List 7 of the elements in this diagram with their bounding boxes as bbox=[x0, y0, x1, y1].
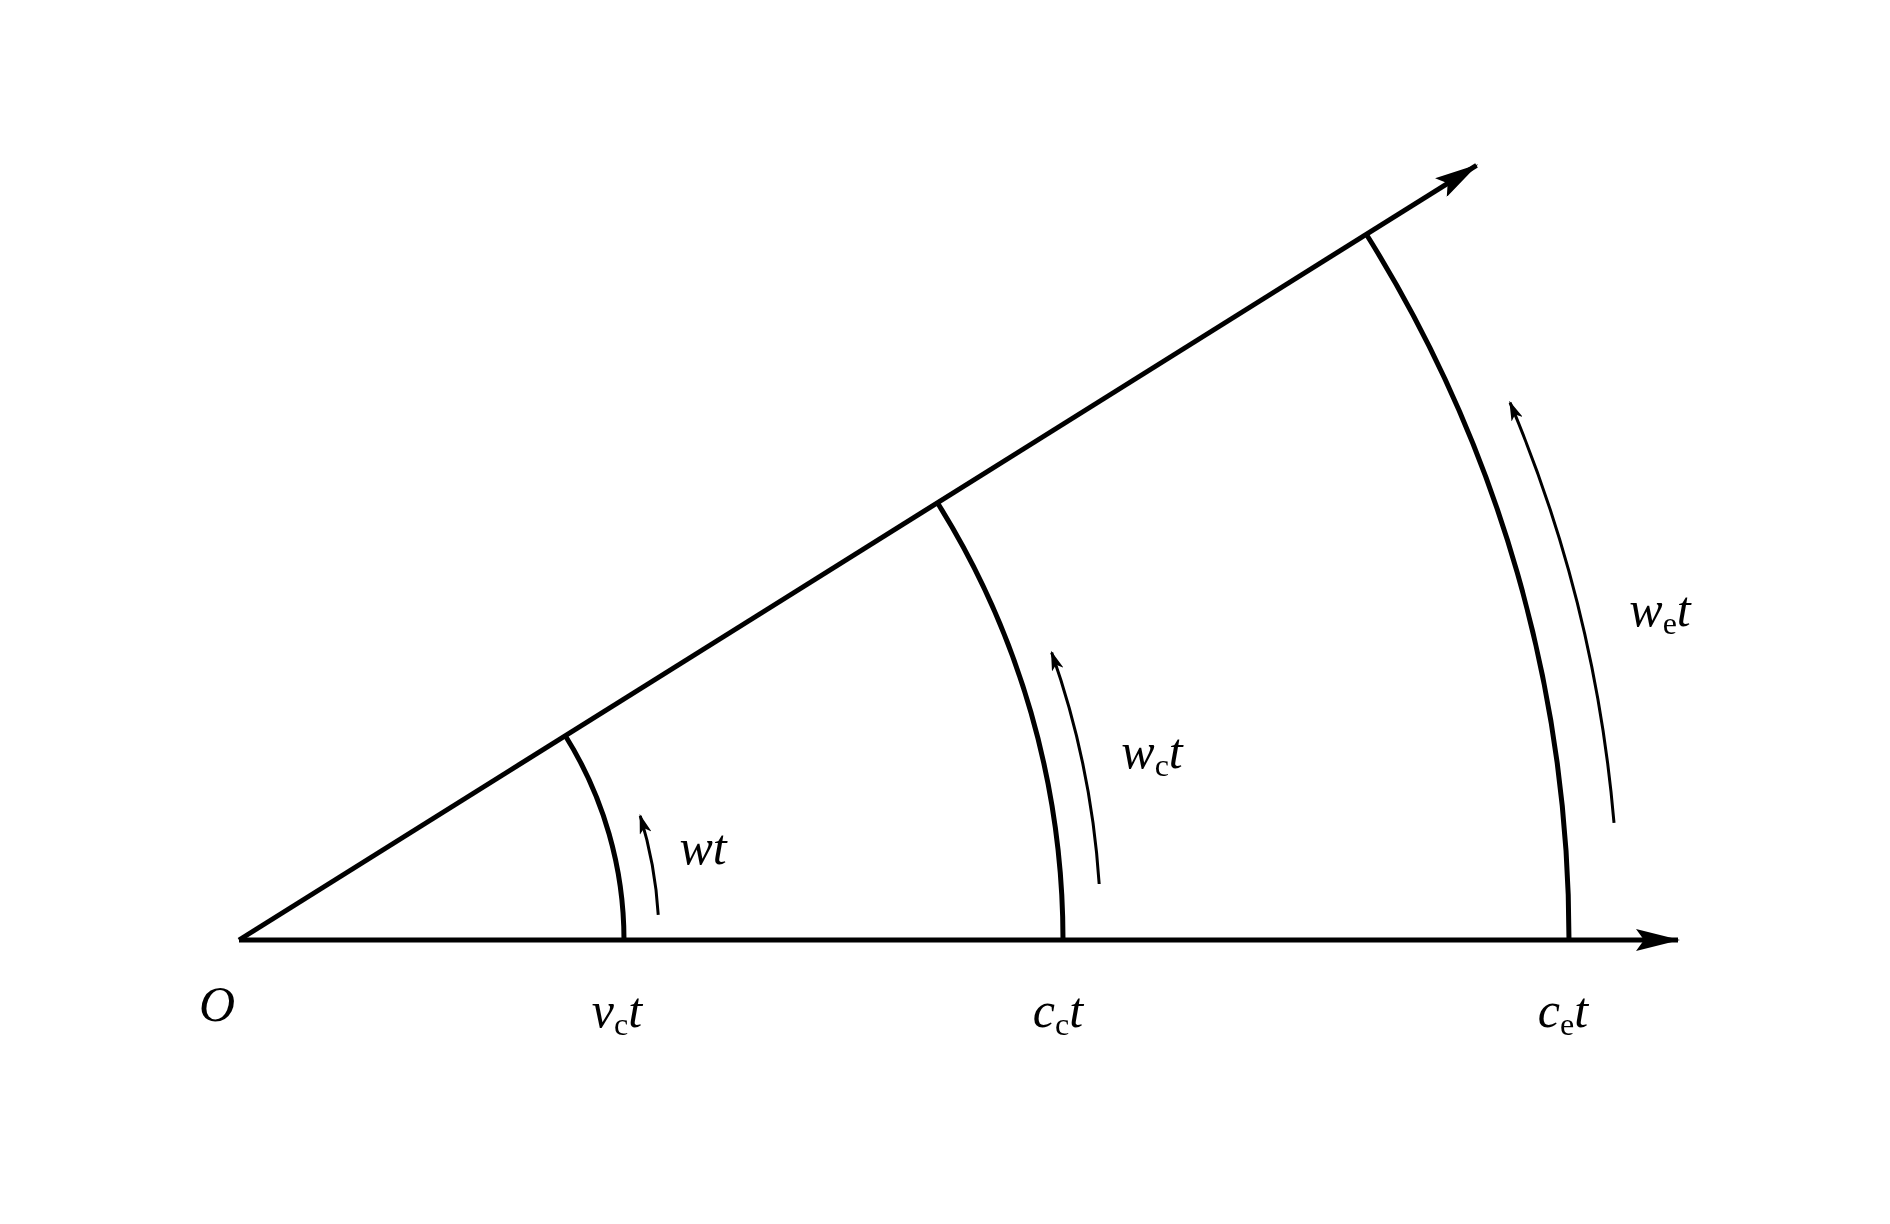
math-label: w$_{c}$t bbox=[1121, 725, 1183, 781]
math-label: v$_{c}$t bbox=[591, 984, 643, 1040]
math-label: c$_{c}$t bbox=[1032, 984, 1084, 1040]
math-label: c$_{e}$t bbox=[1537, 984, 1589, 1040]
math-label: O bbox=[198, 979, 236, 1029]
math-label: wt bbox=[679, 822, 727, 872]
math-label: w$_{e}$t bbox=[1629, 583, 1691, 639]
